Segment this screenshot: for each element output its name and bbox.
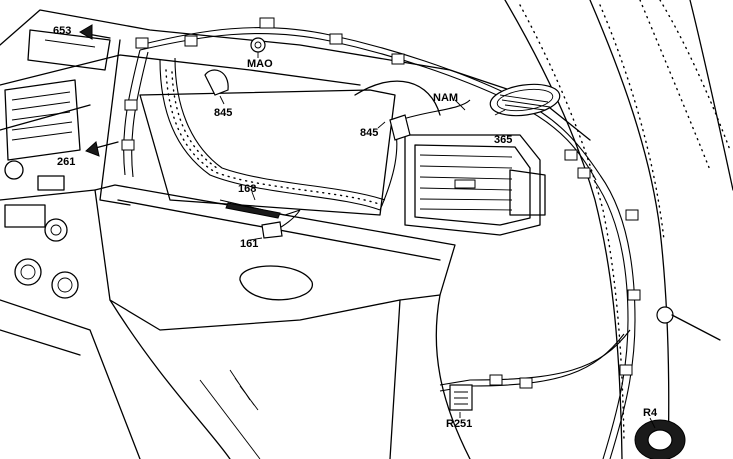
leader-lines	[79, 24, 656, 429]
centre-air-vent	[404, 134, 546, 236]
centre-console	[0, 160, 141, 459]
airbag-module	[139, 80, 441, 216]
label-r4: R4	[643, 407, 658, 419]
label-261: 261	[57, 156, 75, 168]
harness-clips	[121, 17, 641, 389]
label-653: 653	[53, 25, 71, 37]
label-r251: R251	[446, 418, 472, 430]
connectors	[204, 37, 721, 459]
label-mao: MAO	[247, 58, 273, 70]
a-pillar	[504, 0, 733, 459]
label-161: 161	[240, 238, 258, 250]
left-air-vent	[4, 79, 81, 161]
label-365: 365	[494, 134, 512, 146]
label-845-left: 845	[214, 107, 232, 119]
label-168: 168	[238, 183, 256, 195]
label-nam: NAM	[433, 92, 458, 104]
label-845-right: 845	[360, 127, 378, 139]
